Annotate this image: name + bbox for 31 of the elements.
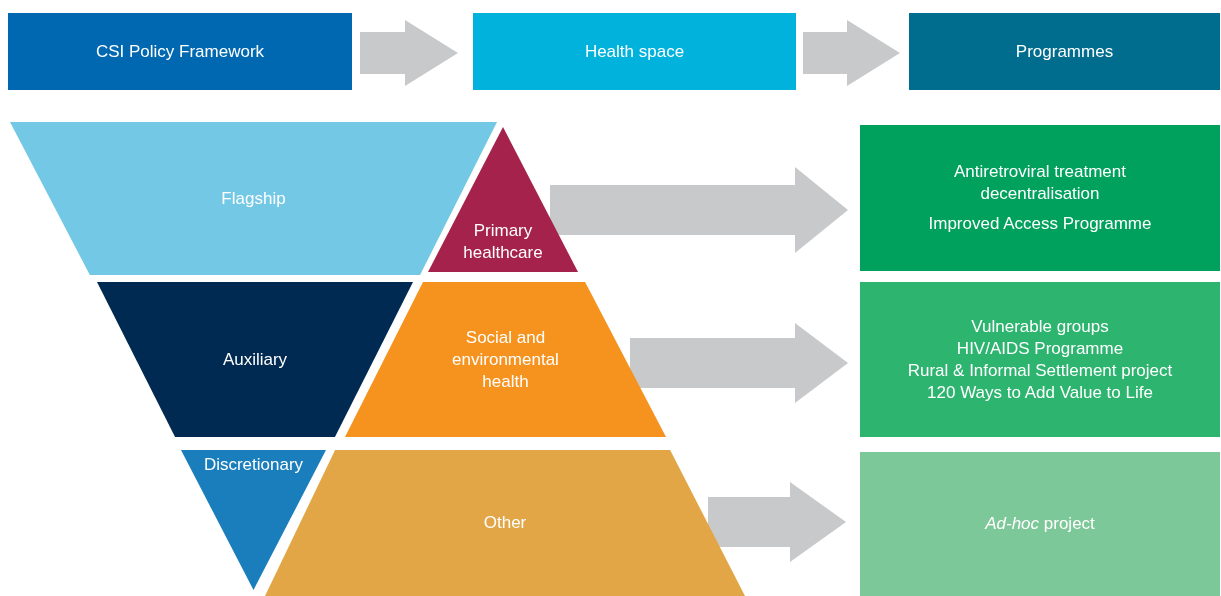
node-label: Discretionary <box>203 454 304 476</box>
node-label: Auxiliary <box>222 348 288 371</box>
trapezoid <box>345 282 666 437</box>
header-box <box>909 13 1220 90</box>
node-label: Other <box>483 512 527 534</box>
header-box <box>8 13 352 90</box>
node-label: Programmes <box>1015 40 1114 63</box>
node-label: Flagship <box>221 187 286 210</box>
inverted-triangle <box>181 450 326 590</box>
node-label: CSI Policy Framework <box>95 40 265 63</box>
programme-box <box>860 125 1220 271</box>
node-label: Antiretroviral treatment decentralisation <box>953 161 1127 205</box>
block-arrow <box>708 482 846 562</box>
block-arrow <box>803 20 900 86</box>
node-label: Health space <box>584 40 685 63</box>
node-label: Improved Access Programme <box>928 213 1152 235</box>
node-label: Primary healthcare <box>462 220 544 264</box>
block-arrow <box>550 167 848 253</box>
block-arrow <box>360 20 458 86</box>
node-label: Vulnerable groups <box>971 315 1109 338</box>
node-label: Rural & Informal Settlement project <box>907 359 1173 382</box>
node-label: 120 Ways to Add Value to Life <box>927 381 1153 404</box>
triangle <box>428 127 578 272</box>
node-label: HIV/AIDS Programme <box>956 337 1124 360</box>
header-box <box>473 13 796 90</box>
node-label: Social and environmental health <box>451 326 560 393</box>
block-arrow <box>630 323 848 403</box>
programme-box <box>860 452 1220 596</box>
node-label: Ad-hoc project <box>985 513 1095 535</box>
inverted-trapezoid <box>97 282 413 437</box>
programme-box <box>860 282 1220 437</box>
